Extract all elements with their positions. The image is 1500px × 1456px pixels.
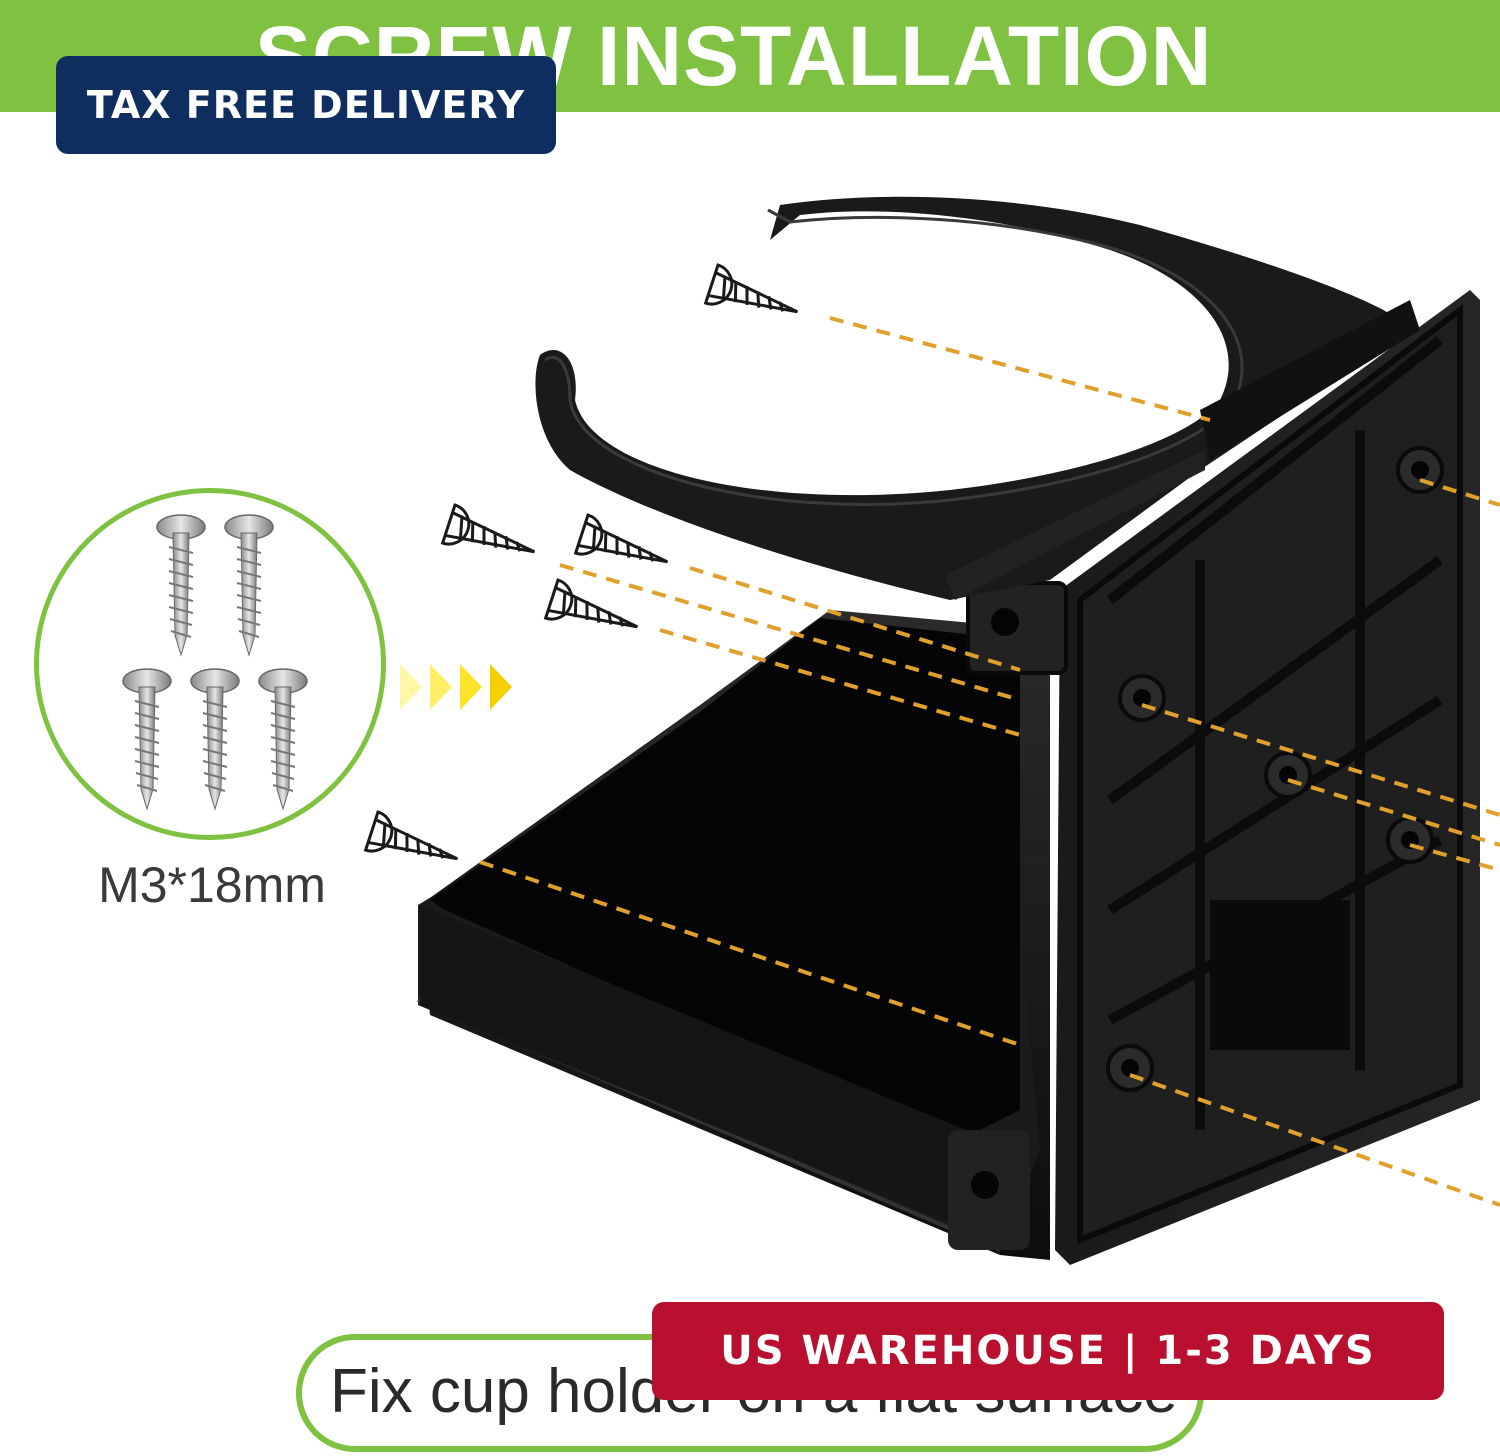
tax-free-badge: TAX FREE DELIVERY [56, 56, 556, 154]
back-plate [966, 290, 1480, 1265]
guide-lines [479, 316, 1500, 1207]
screw-set-icon [122, 514, 308, 811]
tax-free-label: TAX FREE DELIVERY [86, 83, 526, 127]
warehouse-label: US WAREHOUSE | 1-3 DAYS [720, 1328, 1376, 1374]
cup-ring [535, 196, 1420, 600]
screw-icon [363, 263, 799, 861]
screw-set-circle [34, 488, 386, 840]
tray [417, 610, 1050, 1260]
arrow-right-icon [400, 664, 512, 710]
screw-size-label: M3*18mm [98, 857, 326, 913]
warehouse-badge: US WAREHOUSE | 1-3 DAYS [652, 1302, 1444, 1400]
